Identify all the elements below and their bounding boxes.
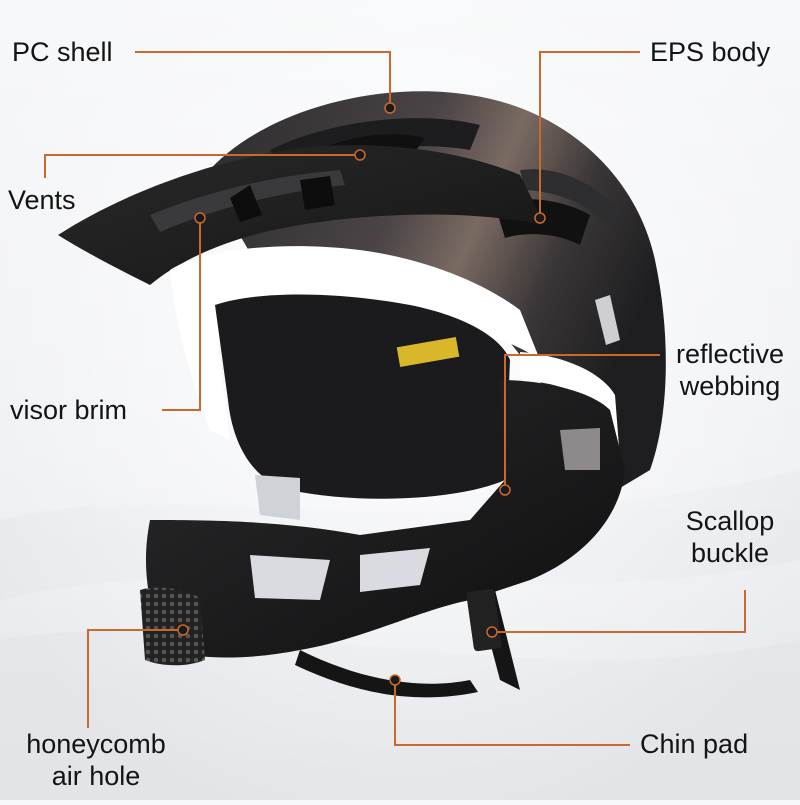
honeycomb-leader <box>87 629 183 728</box>
leader-lines <box>44 51 746 746</box>
honeycomb-air-hole <box>140 587 205 666</box>
visor <box>58 145 545 285</box>
marker-dots <box>177 102 546 686</box>
scallop-buckle-leader <box>492 590 746 633</box>
visor-brim-leader <box>162 215 201 411</box>
label-scallop-line1: Scallop <box>685 506 775 536</box>
label-scallop-buckle: Scallop buckle <box>668 505 792 569</box>
reflective-tag <box>396 336 460 368</box>
white-trim <box>170 246 540 440</box>
label-reflective-line2: webbing <box>679 371 781 401</box>
label-honeycomb-line2: air hole <box>51 761 141 791</box>
label-vents: Vents <box>8 185 76 215</box>
eps-body-leader <box>539 51 640 215</box>
label-honeycomb-line1: honeycomb <box>26 729 166 759</box>
label-visor-brim: visor brim <box>10 395 128 425</box>
chin-pad-leader <box>394 680 630 746</box>
label-reflective-line1: reflective <box>675 339 785 369</box>
label-scallop-line2: buckle <box>690 538 770 568</box>
label-honeycomb-air-hole: honeycomb air hole <box>8 728 184 792</box>
label-chin-pad: Chin pad <box>640 729 749 759</box>
inner-padding <box>215 294 510 499</box>
label-eps-body: EPS body <box>650 37 771 67</box>
label-pc-shell: PC shell <box>12 37 113 67</box>
reflective-webbing-leader <box>504 354 660 488</box>
vents-leader <box>44 154 360 178</box>
label-reflective-webbing: reflective webbing <box>664 338 796 402</box>
pc-shell-leader <box>135 51 391 105</box>
